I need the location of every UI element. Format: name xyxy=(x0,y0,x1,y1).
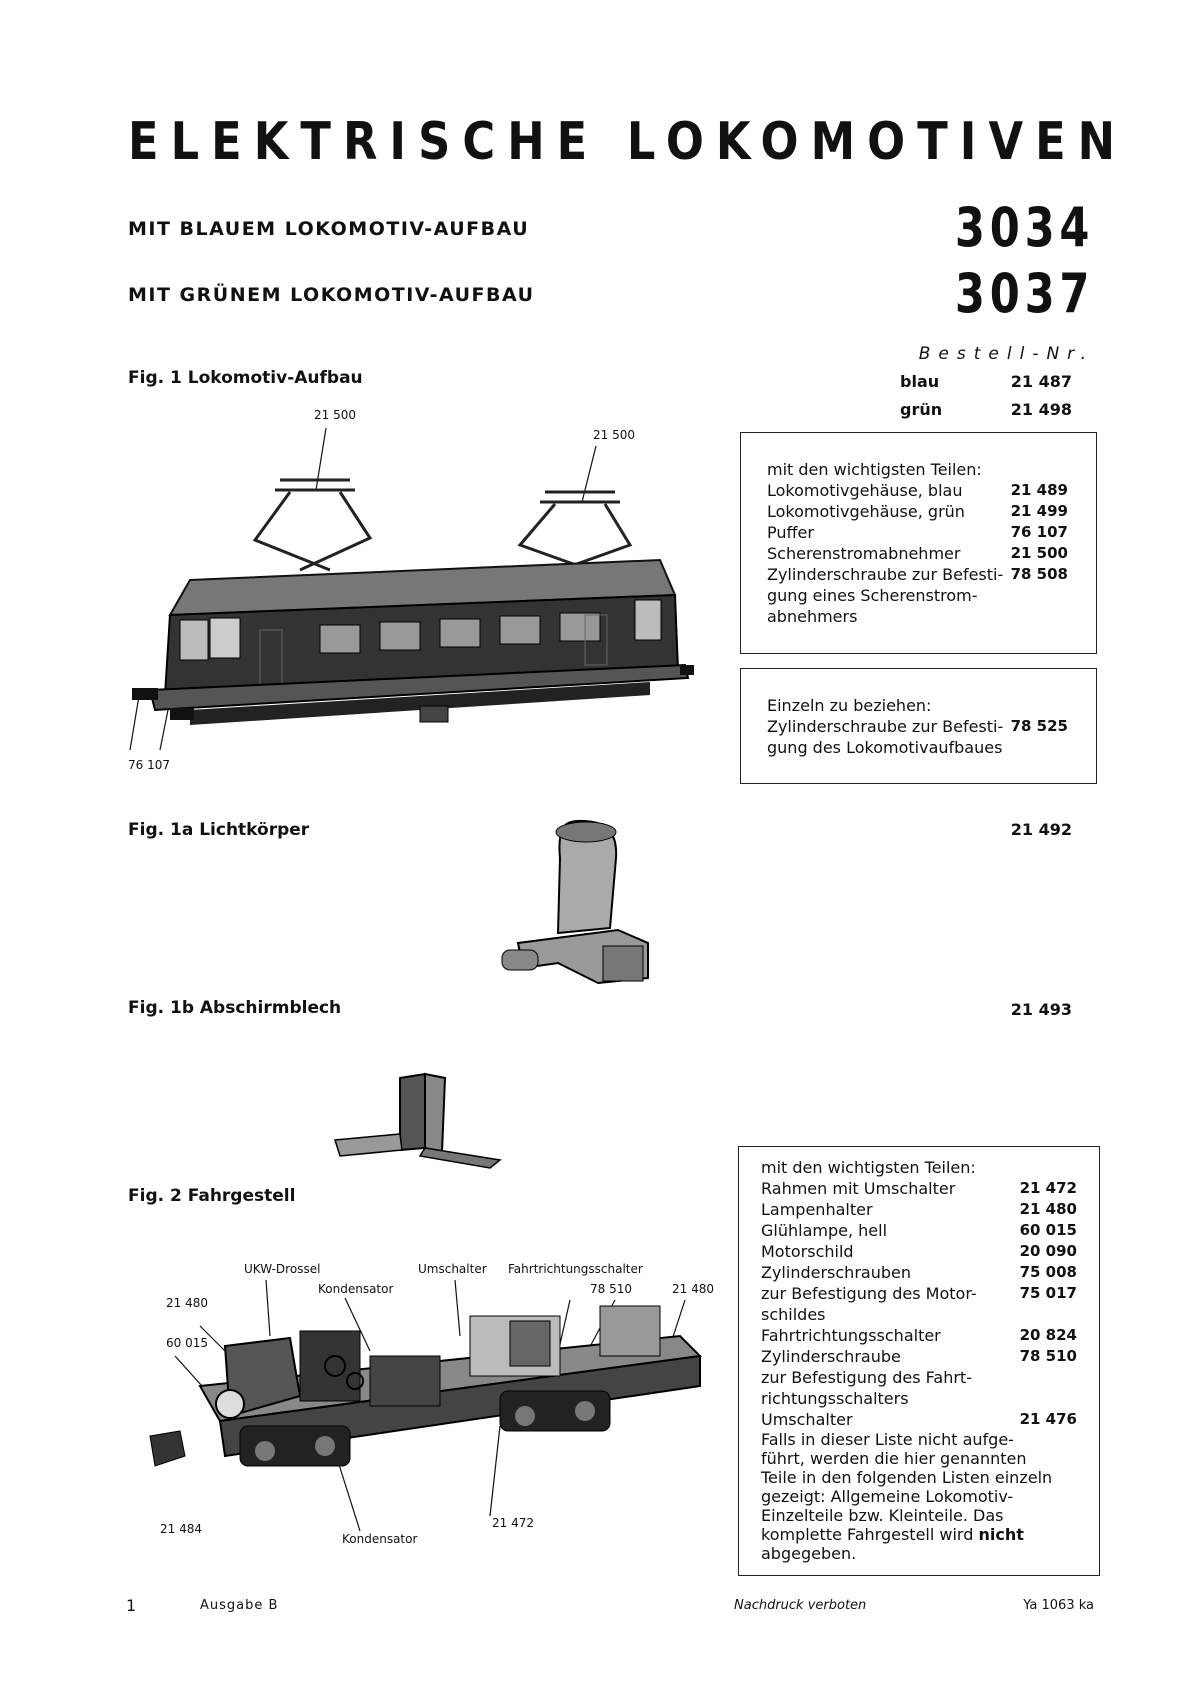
fig2-parts-intro: mit den wichtigsten Teilen: xyxy=(761,1158,976,1177)
fig1-caption: Fig. 1 Lokomotiv-Aufbau xyxy=(128,368,363,388)
callout-21500-left: 21 500 xyxy=(314,408,356,422)
order-number-blue: 21 487 xyxy=(1010,372,1072,391)
light-body-illustration xyxy=(501,819,649,985)
list-item: gung des Lokomotivaufbaues xyxy=(767,738,1003,757)
callout-21500-right: 21 500 xyxy=(593,428,635,442)
order-heading: Bestell-Nr. xyxy=(918,344,1094,364)
fig1a-caption: Fig. 1a Lichtkörper xyxy=(128,820,310,840)
variant-green-label: MIT GRÜNEM LOKOMOTIV-AUFBAU xyxy=(128,284,535,306)
callout-78510: 78 510 xyxy=(590,1282,632,1296)
list-item: schildes xyxy=(761,1305,826,1324)
order-color-blue: blau xyxy=(900,372,940,391)
edition-label: Ausgabe B xyxy=(200,1598,279,1613)
list-item: richtungsschalters xyxy=(761,1389,909,1408)
callout-21484: 21 484 xyxy=(160,1522,202,1536)
list-item: abnehmers xyxy=(767,607,858,626)
order-number-green: 21 498 xyxy=(1010,400,1072,419)
fig1b-number: 21 493 xyxy=(1010,1000,1072,1019)
callout-kondensator-bottom: Kondensator xyxy=(342,1532,418,1546)
list-item: zur Befestigung des Fahrt- xyxy=(761,1368,972,1387)
fig2-note: Falls in dieser Liste nicht aufge- führt… xyxy=(761,1430,1053,1563)
document-code: Ya 1063 ka xyxy=(1023,1598,1094,1613)
locomotive-illustration xyxy=(129,427,694,751)
callout-76107: 76 107 xyxy=(128,758,170,772)
chassis-illustration xyxy=(149,1279,703,1532)
fig1-parts-intro: mit den wichtigsten Teilen: xyxy=(767,460,982,479)
order-color-green: grün xyxy=(900,400,943,419)
fig2-parts-box: mit den wichtigsten Teilen: Rahmen mit U… xyxy=(738,1146,1100,1576)
fig2-caption: Fig. 2 Fahrgestell xyxy=(128,1186,296,1206)
reprint-notice: Nachdruck verboten xyxy=(734,1598,867,1613)
callout-umschalter: Umschalter xyxy=(418,1262,487,1276)
variant-green-number: 3037 xyxy=(954,262,1094,325)
callout-21480-right: 21 480 xyxy=(672,1282,714,1296)
callout-fahrtrichtungsschalter: Fahrtrichtungsschalter xyxy=(508,1262,643,1276)
fig1-single-intro: Einzeln zu beziehen: xyxy=(767,696,932,715)
fig1-parts-box: mit den wichtigsten Teilen: Lokomotivgeh… xyxy=(740,432,1097,654)
page-number: 1 xyxy=(126,1596,137,1615)
variant-blue-number: 3034 xyxy=(954,196,1094,259)
callout-kondensator-top: Kondensator xyxy=(318,1282,394,1296)
variant-blue-label: MIT BLAUEM LOKOMOTIV-AUFBAU xyxy=(128,218,530,240)
list-item: gung eines Scherenstrom- xyxy=(767,586,978,605)
callout-21472: 21 472 xyxy=(492,1516,534,1530)
fig1a-number: 21 492 xyxy=(1010,820,1072,839)
list-item: Zylinderschraube zur Befesti-78 525 xyxy=(767,717,1068,736)
shield-plate-illustration xyxy=(334,1072,502,1169)
note-emphasis: nicht xyxy=(978,1525,1024,1544)
fig1b-caption: Fig. 1b Abschirmblech xyxy=(128,998,342,1018)
list-item: zur Befestigung des Motor-75 017 xyxy=(761,1284,1077,1303)
list-item: Zylinderschraube zur Befesti-78 508 xyxy=(767,565,1068,584)
callout-ukw-drossel: UKW-Drossel xyxy=(244,1262,321,1276)
callout-60015: 60 015 xyxy=(166,1336,208,1350)
fig1-single-box: Einzeln zu beziehen: Zylinderschraube zu… xyxy=(740,668,1097,784)
callout-21480-left: 21 480 xyxy=(166,1296,208,1310)
page-title: ELEKTRISCHE LOKOMOTIVEN xyxy=(128,112,1128,172)
